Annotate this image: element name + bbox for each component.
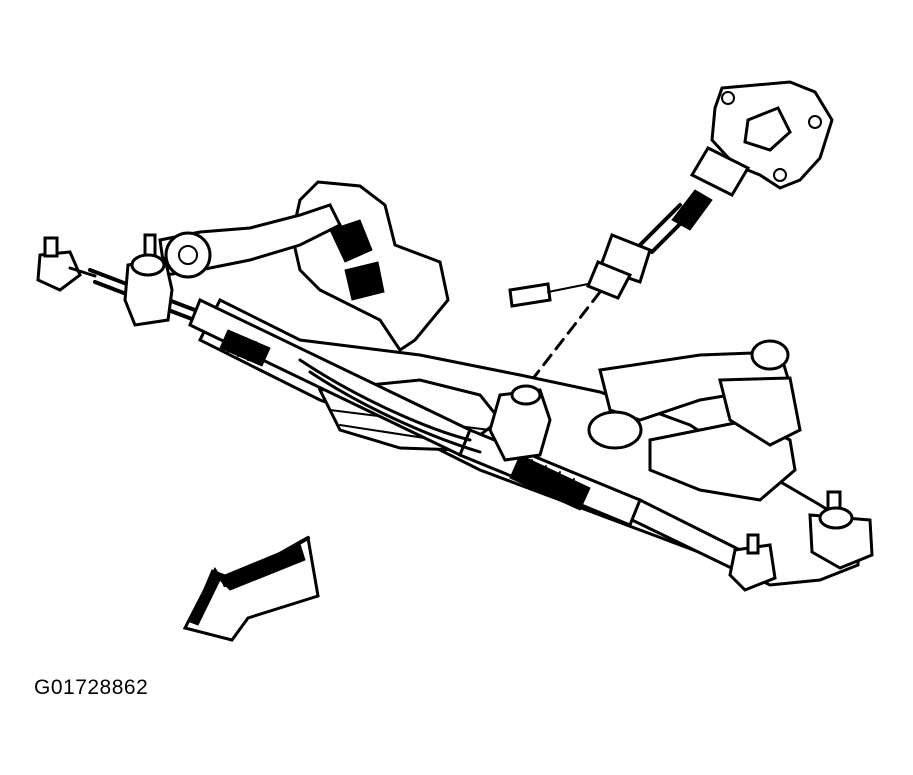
right-control-arm xyxy=(587,339,802,502)
alignment-dashed-line xyxy=(526,290,602,387)
left-frame-bracket xyxy=(158,180,450,353)
left-tie-rod-end xyxy=(36,236,97,292)
right-rack-boot xyxy=(509,454,591,511)
column-mounting-plate xyxy=(710,80,834,190)
intermediate-steering-shaft xyxy=(586,146,751,300)
left-ball-joint xyxy=(123,233,174,327)
front-direction-arrow xyxy=(182,535,320,642)
pinion-housing xyxy=(488,384,552,462)
right-lower-mount xyxy=(728,533,777,592)
figure-id-label: G01728862 xyxy=(34,676,149,699)
pinch-bolt xyxy=(508,282,589,308)
right-ball-joint xyxy=(808,490,874,570)
left-rack-boot xyxy=(219,329,271,367)
fluid-lines xyxy=(298,358,482,454)
